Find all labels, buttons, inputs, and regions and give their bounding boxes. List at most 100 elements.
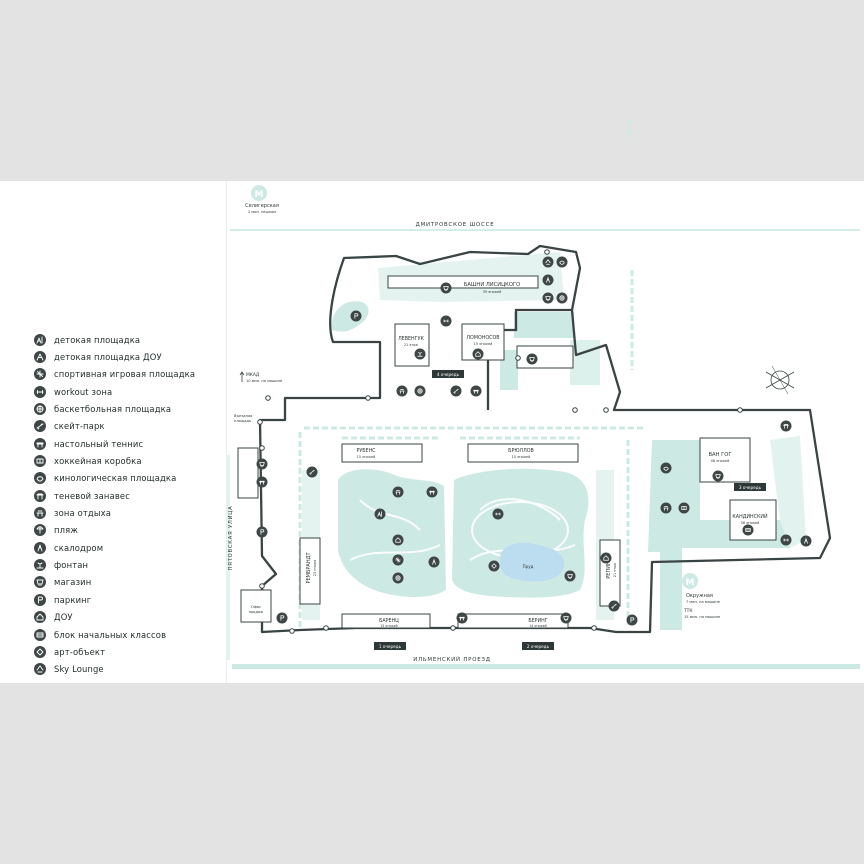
legend-label: пляж <box>54 525 79 536</box>
legend-item: паркинг <box>34 591 195 608</box>
metro-okruzhnaya: М Окружная 7 мин. на машине <box>682 573 721 604</box>
shop-icon <box>560 612 572 624</box>
sports-playground-icon <box>34 368 46 381</box>
rest-area-icon <box>392 486 404 498</box>
climbing-wall-icon <box>428 556 440 568</box>
climbing-wall-icon <box>34 541 46 554</box>
legend-label: детокая площадка ДОУ <box>54 352 162 363</box>
table-tennis-icon <box>456 612 468 624</box>
hockey-icon <box>678 502 690 514</box>
legend-item: пляж <box>34 522 195 539</box>
shop-icon <box>440 282 452 294</box>
floors-kandinsky: 36 этажей <box>741 521 760 525</box>
skatepark-icon <box>450 385 462 397</box>
floors-bering: 14 этажей <box>529 624 547 628</box>
legend-label: Sky Lounge <box>54 664 104 675</box>
basketball-icon <box>414 385 426 397</box>
label-repin: РЕПИН <box>606 561 612 579</box>
phase-1-badge: 1 очередь <box>379 644 402 649</box>
legend-label: скейт-парк <box>54 421 105 432</box>
metro-icon: М <box>255 190 264 200</box>
phase-2-badge: 2 очередь <box>527 644 550 649</box>
entrance-line1: Въездная <box>234 414 252 418</box>
climbing-wall-icon <box>800 535 812 547</box>
legend-item: кинологическая площадка <box>34 470 195 487</box>
shade-canopy-icon <box>780 420 792 432</box>
parking-icon <box>256 526 268 538</box>
legend-item: скейт-парк <box>34 418 195 435</box>
skatepark-icon <box>608 600 620 612</box>
label-vangog: ВАН ГОГ <box>708 452 731 458</box>
floors-lomonosov: 15 этажей <box>474 342 493 346</box>
table-tennis-icon <box>426 486 438 498</box>
legend-label: спортивная игровая площадка <box>54 369 196 380</box>
label-rubens: РУБЕНС <box>356 448 376 454</box>
floors-vangog: 48 этажей <box>711 459 730 463</box>
legend: детокая площадка детокая площадка ДОУ спор… <box>34 331 195 678</box>
amenity-icons <box>256 256 812 626</box>
school-icon <box>34 628 46 641</box>
school-icon <box>742 524 754 536</box>
legend-item: ДОУ <box>34 609 195 626</box>
legend-label: зона отдыха <box>54 508 111 519</box>
workout-icon <box>780 534 792 546</box>
phase-4-badge: 4 очередь <box>437 372 460 377</box>
metro-seligerskaya-name: Селигерская <box>245 203 279 209</box>
compass-icon <box>765 365 795 395</box>
rest-area-icon <box>396 385 408 397</box>
shop-icon <box>542 292 554 304</box>
rest-area-icon <box>34 507 46 520</box>
legend-item: Sky Lounge <box>34 661 195 678</box>
legend-label: фонтан <box>54 560 89 571</box>
skatepark-icon <box>34 420 46 433</box>
legend-label: настольный теннис <box>54 438 144 449</box>
pond-label: Пруд <box>523 564 534 569</box>
workout-icon <box>34 385 46 398</box>
label-bering: БЕРИНГ <box>528 618 547 624</box>
shop-icon <box>256 458 268 470</box>
kindergarten-icon <box>472 348 484 360</box>
road-south-band <box>232 664 860 669</box>
legend-label: детокая площадка <box>54 334 141 345</box>
legend-item: настольный теннис <box>34 435 195 452</box>
entrance-info: Въездная площадь <box>234 414 252 423</box>
parking-icon <box>350 310 362 322</box>
shade-canopy-icon <box>34 489 46 502</box>
legend-item: фонтан <box>34 556 195 573</box>
art-object-icon <box>488 560 500 572</box>
table-tennis-icon <box>470 385 482 397</box>
gates <box>257 249 743 634</box>
legend-item: арт-объект <box>34 643 195 660</box>
mkad-time: 10 мин. на машине <box>246 379 283 383</box>
legend-label: хоккейная коробка <box>54 456 142 467</box>
dog-area-icon <box>556 256 568 268</box>
road-west-label: ПЯТОВСКАЯ УЛИЦА <box>228 506 234 571</box>
legend-item: магазин <box>34 574 195 591</box>
legend-label: магазин <box>54 577 92 588</box>
metro-seligerskaya-time: 2 мин. пешком <box>248 210 276 214</box>
road-west-band <box>226 455 230 660</box>
metro-okruzhnaya-name: Окружная <box>686 593 713 599</box>
legend-label: workout зона <box>54 386 113 397</box>
label-barents: БАРЕНЦ <box>379 618 399 624</box>
label-bryullov: БРЮЛЛОВ <box>508 448 534 454</box>
sales-office-line2: продаж <box>249 610 265 614</box>
road-north-label: ДМИТРОВСКОЕ ШОССЕ <box>416 222 495 228</box>
shop-icon <box>34 576 46 589</box>
legend-label: паркинг <box>54 594 92 605</box>
kindergarten-playground-icon <box>34 351 46 364</box>
legend-divider <box>226 181 227 683</box>
legend-item: зона отдыха <box>34 504 195 521</box>
buildings <box>237 275 777 629</box>
floors-repin: 21 этаж <box>613 563 617 577</box>
floors-lisitsky: 39 этажей <box>483 290 502 294</box>
shop-icon <box>712 470 724 482</box>
basketball-icon <box>556 292 568 304</box>
road-north-line <box>230 229 860 231</box>
floors-barents: 15 этажей <box>380 624 398 628</box>
label-levengul: ЛЕВЕНГУК <box>398 336 424 342</box>
parking-icon <box>626 614 638 626</box>
floors-rembrandt: 23 этажа <box>313 560 317 576</box>
hockey-icon <box>34 455 46 468</box>
shop-icon <box>526 353 538 365</box>
